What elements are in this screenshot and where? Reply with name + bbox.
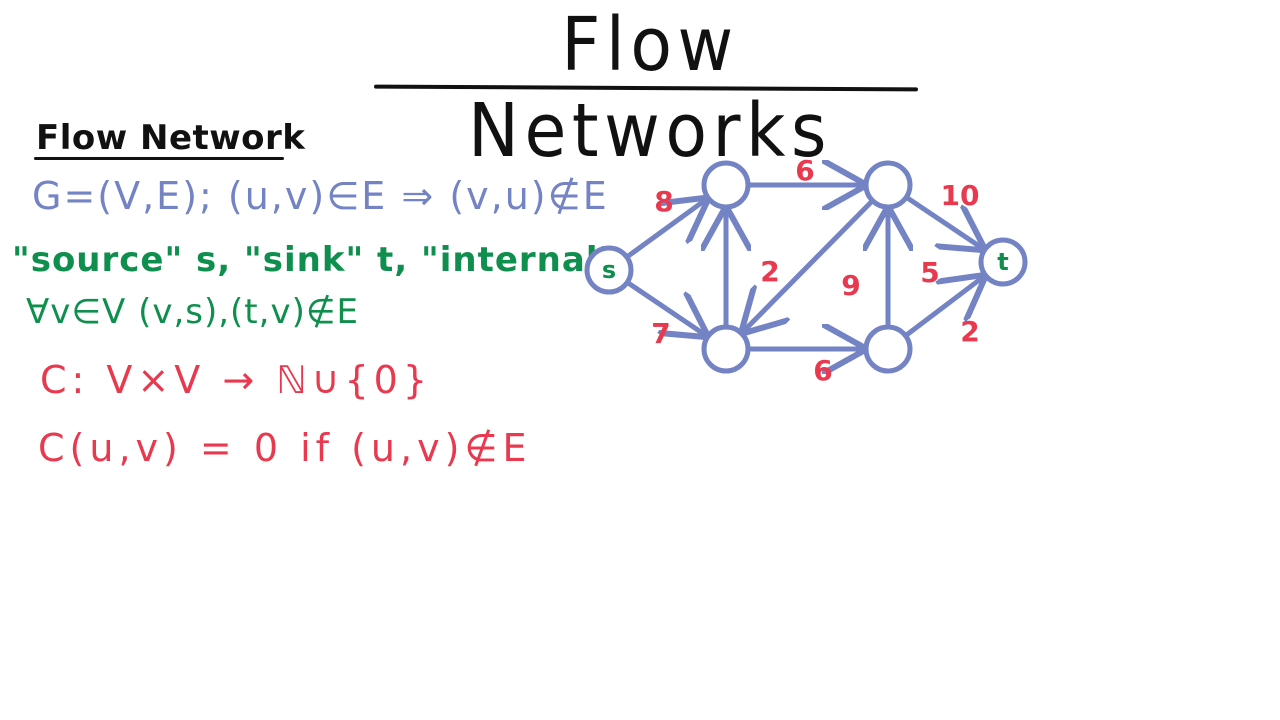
edge-d-t (904, 278, 982, 338)
node-c (863, 160, 913, 210)
edge-c-b (744, 199, 874, 330)
source-sink-constraint-note: ∀v∈V (v,s),(t,v)∉E (26, 292, 359, 332)
node-label-s: s (602, 256, 616, 284)
capacity-function-note: C: V×V → ℕ∪{0} (40, 358, 433, 402)
node-d (863, 324, 913, 374)
capacity-label-a-c: 6 (795, 154, 814, 187)
node-s (584, 245, 634, 295)
capacity-label-b-a: 2 (760, 255, 779, 288)
node-b (701, 324, 751, 374)
graph-definition-note: G=(V,E); (u,v)∈E ⇒ (v,u)∉E (32, 174, 609, 218)
edges-layer (625, 185, 982, 349)
capacity-label-d-t: 2 (960, 315, 979, 348)
section-heading: Flow Network (36, 118, 306, 158)
capacity-label-c-t: 10 (941, 179, 980, 212)
capacity-labels-layer: 8 7 2 6 9 6 5 10 2 (651, 154, 979, 387)
node-label-t: t (997, 248, 1008, 276)
node-a (701, 160, 751, 210)
page-title: Flow Networks (468, 2, 832, 174)
capacity-label-b-d: 6 (813, 354, 832, 387)
node-t (978, 237, 1028, 287)
capacity-label-s-a: 8 (654, 185, 673, 218)
capacity-label-d-c: 5 (920, 256, 939, 289)
edge-c-t (905, 195, 981, 247)
heading-underline (34, 157, 284, 160)
capacity-label-c-b: 9 (841, 269, 860, 302)
edge-s-a (625, 200, 705, 259)
zero-capacity-note: C(u,v) = 0 if (u,v)∉E (38, 426, 532, 470)
source-sink-note: "source" s, "sink" t, "internal" (12, 240, 618, 280)
capacity-label-s-b: 7 (651, 317, 670, 350)
edge-s-b (626, 280, 705, 334)
